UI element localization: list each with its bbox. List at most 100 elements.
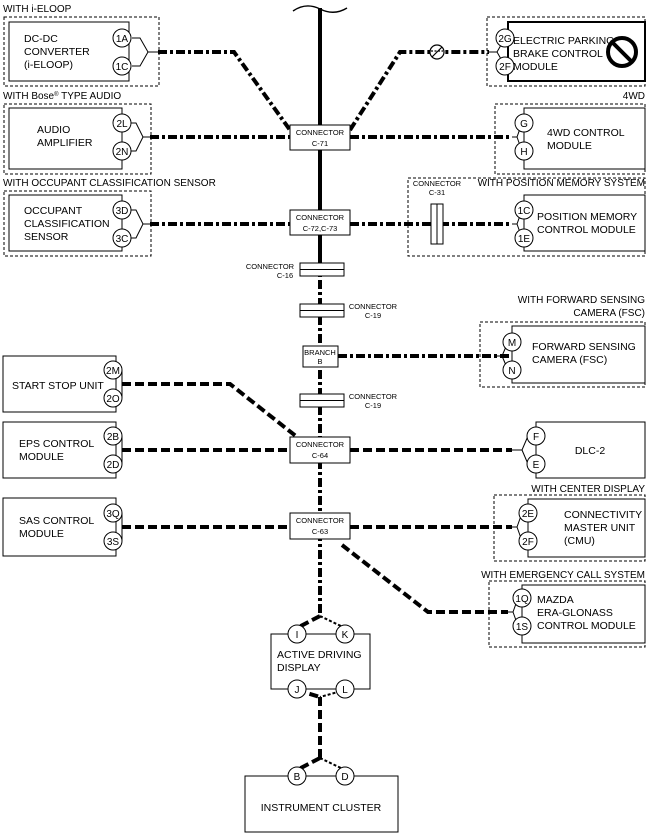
group-ieloop: WITH i-ELOOP — [3, 4, 72, 15]
pin-add-i: I — [296, 630, 299, 641]
svg-text:CAMERA (FSC): CAMERA (FSC) — [532, 354, 607, 366]
svg-text:CONVERTER: CONVERTER — [24, 46, 90, 58]
line-dcdc — [158, 50, 292, 132]
group-center-display: WITH CENTER DISPLAY — [531, 484, 645, 495]
svg-text:OCCUPANT: OCCUPANT — [24, 205, 83, 217]
svg-text:BRAKE CONTROL: BRAKE CONTROL — [513, 48, 603, 60]
svg-text:C-19: C-19 — [365, 311, 381, 320]
connector-c64: CONNECTOR C-64 — [289, 436, 351, 464]
line-add-l — [319, 689, 346, 698]
svg-text:C-31: C-31 — [429, 188, 445, 197]
pin-dcdc-1c: 1C — [116, 62, 129, 73]
pin-cmu-2f: 2F — [522, 537, 534, 548]
pin-cmu-2e: 2E — [522, 509, 535, 520]
connector-c16: CONNECTOR C-16 — [246, 262, 345, 280]
svg-text:CONNECTOR: CONNECTOR — [413, 179, 462, 188]
group-emergency: WITH EMERGENCY CALL SYSTEM — [481, 570, 645, 581]
svg-text:MODULE: MODULE — [19, 451, 64, 463]
branch-b: BRANCH B — [302, 345, 339, 368]
module-active-driving-display: ACTIVE DRIVING DISPLAY I K J L — [270, 624, 371, 699]
svg-text:START STOP UNIT: START STOP UNIT — [12, 380, 104, 392]
svg-text:AMPLIFIER: AMPLIFIER — [37, 137, 93, 149]
svg-text:DISPLAY: DISPLAY — [277, 662, 321, 674]
svg-text:MAZDA: MAZDA — [537, 594, 574, 606]
svg-text:CONNECTOR: CONNECTOR — [296, 213, 345, 222]
pin-audio-2n: 2N — [116, 147, 129, 158]
group-occupant: WITH OCCUPANT CLASSIFICATION SENSOR — [3, 178, 216, 189]
pin-fsc-n: N — [508, 366, 515, 377]
pin-add-j: J — [295, 685, 300, 696]
line-epb — [348, 50, 489, 132]
svg-text:CONTROL MODULE: CONTROL MODULE — [537, 620, 636, 632]
line-era — [340, 543, 508, 614]
pin-ssu-2m: 2M — [106, 366, 120, 377]
connector-c19-upper: CONNECTOR C-19 — [299, 302, 398, 320]
svg-text:CONNECTIVITY: CONNECTIVITY — [564, 509, 642, 521]
pin-add-k: K — [342, 630, 349, 641]
group-fsc-line1: WITH FORWARD SENSING — [518, 295, 645, 306]
pin-ocs-3d: 3D — [116, 206, 129, 217]
connector-c19-lower: CONNECTOR C-19 — [299, 392, 398, 410]
pin-epb-2g: 2G — [498, 34, 512, 45]
no-connection-icon — [429, 44, 445, 60]
pin-dlc-f: F — [533, 432, 539, 443]
connector-c63: CONNECTOR C-63 — [289, 512, 351, 540]
pin-era-1s: 1S — [516, 622, 529, 633]
module-dcdc: DC-DC CONVERTER (i-ELOOP) 1A 1C — [3, 16, 160, 87]
svg-text:DC-DC: DC-DC — [24, 33, 58, 45]
pin-eps-2d: 2D — [107, 460, 120, 471]
module-start-stop: START STOP UNIT 2M 2O — [2, 355, 123, 413]
module-era: MAZDA ERA-GLONASS CONTROL MODULE 1Q 1S — [488, 580, 646, 648]
svg-text:CONNECTOR: CONNECTOR — [349, 392, 398, 401]
line-ssu — [122, 382, 299, 439]
pin-ocs-3c: 3C — [116, 234, 129, 245]
svg-text:DLC-2: DLC-2 — [575, 445, 606, 457]
module-cmu: CONNECTIVITY MASTER UNIT (CMU) 2E 2F — [493, 494, 646, 562]
svg-text:CONNECTOR: CONNECTOR — [349, 302, 398, 311]
svg-text:CONNECTOR: CONNECTOR — [296, 128, 345, 137]
svg-text:SENSOR: SENSOR — [24, 231, 69, 243]
svg-text:FORWARD SENSING: FORWARD SENSING — [532, 341, 636, 353]
pin-dlc-e: E — [533, 460, 540, 471]
group-position: WITH POSITION MEMORY SYSTEM — [478, 178, 645, 189]
svg-text:BRANCH: BRANCH — [304, 348, 336, 357]
module-fsc: FORWARD SENSING CAMERA (FSC) M N — [479, 321, 646, 388]
group-bose: WITH Bose® TYPE AUDIO — [3, 91, 121, 102]
pin-eps-2b: 2B — [107, 432, 120, 443]
prohibited-icon — [606, 36, 638, 68]
svg-text:CONTROL MODULE: CONTROL MODULE — [537, 224, 636, 236]
module-audio: AUDIO AMPLIFIER 2L 2N — [3, 103, 152, 175]
pin-epb-2f: 2F — [499, 62, 511, 73]
svg-text:POSITION MEMORY: POSITION MEMORY — [537, 211, 637, 223]
svg-text:C-64: C-64 — [312, 451, 328, 460]
group-fsc-line2: CAMERA (FSC) — [573, 308, 645, 319]
svg-text:(CMU): (CMU) — [564, 535, 595, 547]
connector-c71: CONNECTOR C-71 — [289, 124, 351, 151]
svg-text:CONNECTOR: CONNECTOR — [296, 440, 345, 449]
svg-text:ELECTRIC PARKING: ELECTRIC PARKING — [513, 35, 614, 47]
svg-text:MODULE: MODULE — [513, 61, 558, 73]
pin-4wd-h: H — [520, 147, 527, 158]
svg-text:CONNECTOR: CONNECTOR — [296, 516, 345, 525]
svg-text:4WD CONTROL: 4WD CONTROL — [547, 127, 625, 139]
pin-ssu-2o: 2O — [106, 394, 120, 405]
svg-text:SAS CONTROL: SAS CONTROL — [19, 515, 94, 527]
pin-audio-2l: 2L — [116, 119, 128, 130]
svg-text:ACTIVE DRIVING: ACTIVE DRIVING — [277, 649, 362, 661]
svg-text:C-19: C-19 — [365, 401, 381, 410]
pin-sas-3s: 3S — [107, 537, 120, 548]
module-sas: SAS CONTROL MODULE 3Q 3S — [2, 497, 123, 557]
pin-4wd-g: G — [520, 119, 528, 130]
svg-text:B: B — [317, 357, 322, 366]
svg-text:C-63: C-63 — [312, 527, 328, 536]
module-position: POSITION MEMORY CONTROL MODULE 1C 1E CON… — [407, 177, 646, 257]
pin-era-1q: 1Q — [515, 594, 529, 605]
pin-ic-d: D — [341, 772, 348, 783]
svg-text:CLASSIFICATION: CLASSIFICATION — [24, 218, 110, 230]
pin-pos-1e: 1E — [518, 234, 531, 245]
module-epb: ELECTRIC PARKING BRAKE CONTROL MODULE 2G… — [486, 16, 646, 87]
svg-text:C-71: C-71 — [312, 139, 328, 148]
svg-text:C-16: C-16 — [277, 271, 293, 280]
module-dlc: DLC-2 F E — [512, 421, 646, 479]
